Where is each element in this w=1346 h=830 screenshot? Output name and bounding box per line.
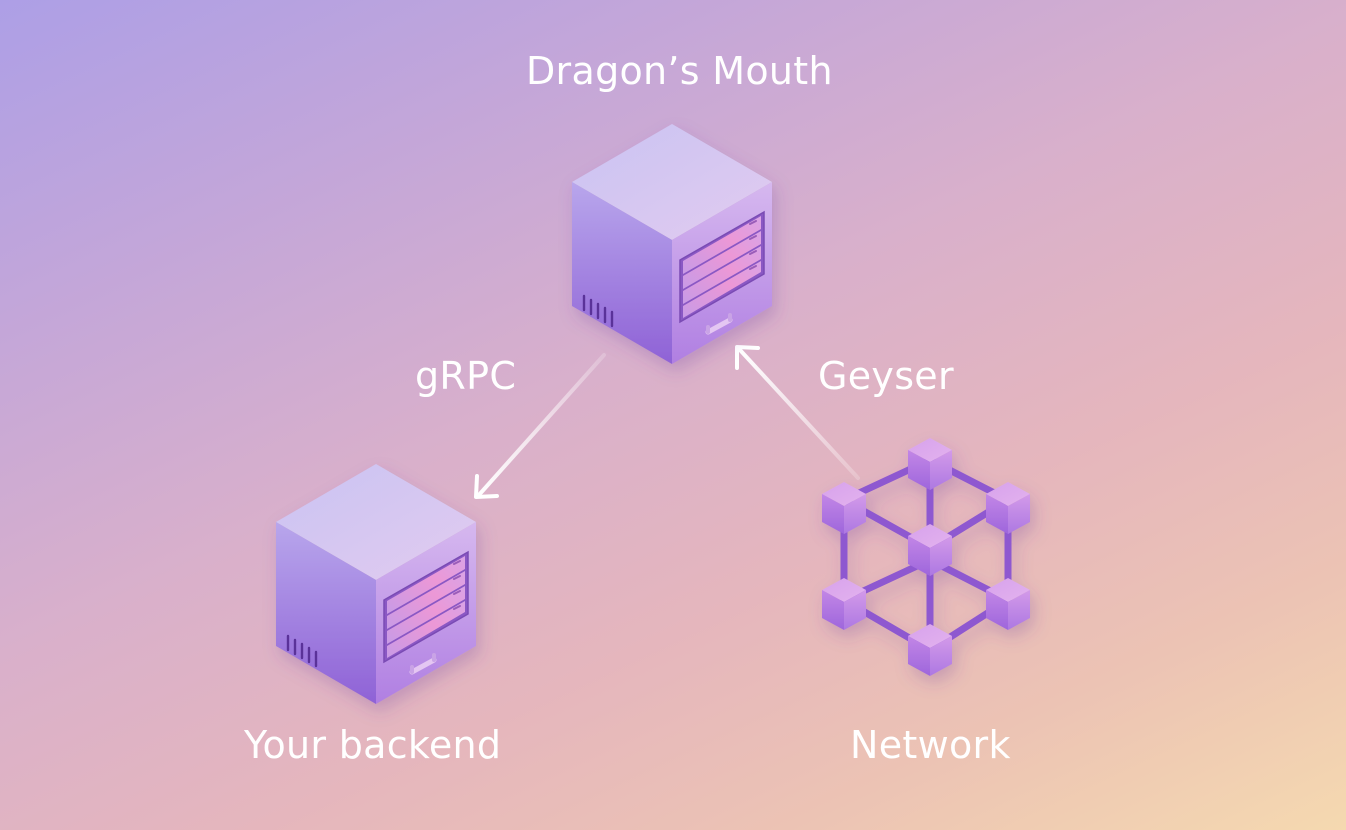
edge-grpc-arrow bbox=[474, 353, 606, 499]
your-backend-label: Your backend bbox=[244, 723, 502, 767]
grpc-edge-label: gRPC bbox=[415, 354, 517, 398]
geyser-edge-label: Geyser bbox=[818, 354, 954, 398]
network-blockchain-icon bbox=[822, 438, 1030, 676]
edge-geyser-arrow bbox=[735, 345, 860, 480]
your-backend-server-icon bbox=[276, 464, 476, 704]
network-label: Network bbox=[850, 723, 1011, 767]
dragons-mouth-label: Dragon’s Mouth bbox=[526, 49, 833, 93]
dragons-mouth-server-icon bbox=[572, 124, 772, 364]
